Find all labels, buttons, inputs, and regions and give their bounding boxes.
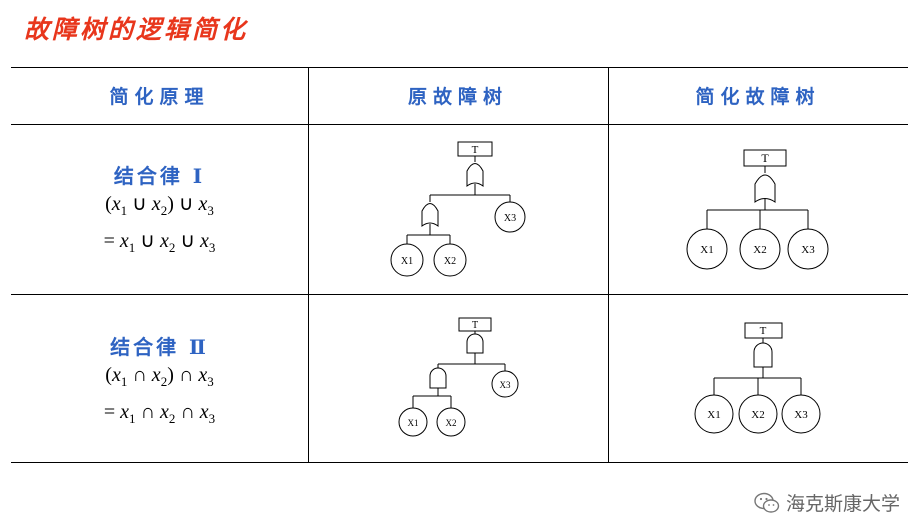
table-header-divider <box>11 124 908 125</box>
top-event-label: T <box>761 151 769 165</box>
event-x1-circle <box>390 243 424 277</box>
simplified-or-tree: T X1 X2 X3 <box>686 149 829 270</box>
and-gate-icon <box>753 342 773 368</box>
table-column-divider-2 <box>608 67 609 463</box>
event-x3-circle <box>781 394 821 434</box>
top-event-label: T <box>472 320 478 331</box>
event-x2-label: X2 <box>753 244 766 256</box>
wechat-icon <box>754 492 780 513</box>
event-x3-circle <box>787 228 829 270</box>
original-and-tree: T X3 X1 X2 <box>398 317 519 437</box>
simplified-and-tree: T X1 X2 X3 <box>694 322 821 434</box>
event-x2-circle <box>739 228 781 270</box>
law-row-1: 结合律 Ⅰ (x1 ∪ x2) ∪ x3 = x1 ∪ x2 ∪ x3 <box>11 160 308 263</box>
or-gate-icon <box>466 163 484 187</box>
event-x2-label: X2 <box>751 409 764 421</box>
event-x3-label: X3 <box>801 244 815 256</box>
law-name: 结合律 Ⅱ <box>110 335 209 359</box>
table-bottom-border <box>11 462 908 463</box>
event-x3-circle <box>491 370 519 398</box>
or-gate-icon <box>421 203 439 227</box>
event-x1-circle <box>694 394 734 434</box>
table-row-divider <box>11 294 908 295</box>
page-title: 故障树的逻辑简化 <box>24 15 249 44</box>
event-x1-circle <box>398 407 428 437</box>
law-name: 结合律 Ⅰ <box>113 164 206 188</box>
event-x1-label: X1 <box>700 244 713 256</box>
or-gate-icon <box>754 174 776 203</box>
original-or-tree: T X3 X1 X2 <box>390 141 526 277</box>
event-x3-label: X3 <box>794 409 808 421</box>
event-x2-circle <box>436 407 466 437</box>
watermark: 海克斯康大学 <box>754 489 900 516</box>
event-x3-circle <box>494 201 526 233</box>
watermark-text: 海克斯康大学 <box>785 493 900 515</box>
event-x1-label: X1 <box>401 256 413 267</box>
event-x1-label: X1 <box>707 409 720 421</box>
table-top-border <box>11 67 908 68</box>
event-x2-label: X2 <box>446 418 457 428</box>
event-x2-circle <box>433 243 467 277</box>
table-column-divider-1 <box>308 67 309 463</box>
header-original-tree: 原故障树 <box>407 86 508 108</box>
law-row-2: 结合律 Ⅱ (x1 ∩ x2) ∩ x3 = x1 ∩ x2 ∩ x3 <box>11 331 308 434</box>
top-event-label: T <box>760 325 767 337</box>
event-x3-label: X3 <box>500 380 511 390</box>
top-event-label: T <box>472 144 479 156</box>
equation-line-2: = x1 ∪ x2 ∪ x3 <box>103 230 216 255</box>
and-gate-icon <box>429 367 447 389</box>
equation-line-1: (x1 ∩ x2) ∩ x3 <box>105 364 214 389</box>
event-x1-label: X1 <box>408 418 419 428</box>
event-x2-label: X2 <box>444 256 456 267</box>
header-principle: 简化原理 <box>109 86 210 108</box>
equation-line-1: (x1 ∪ x2) ∪ x3 <box>105 193 214 218</box>
event-x1-circle <box>686 228 728 270</box>
equation-line-2: = x1 ∩ x2 ∩ x3 <box>103 401 216 426</box>
event-x2-circle <box>738 394 778 434</box>
header-simplified-tree: 简化故障树 <box>695 86 821 108</box>
event-x3-label: X3 <box>504 213 516 224</box>
and-gate-icon <box>466 333 484 354</box>
